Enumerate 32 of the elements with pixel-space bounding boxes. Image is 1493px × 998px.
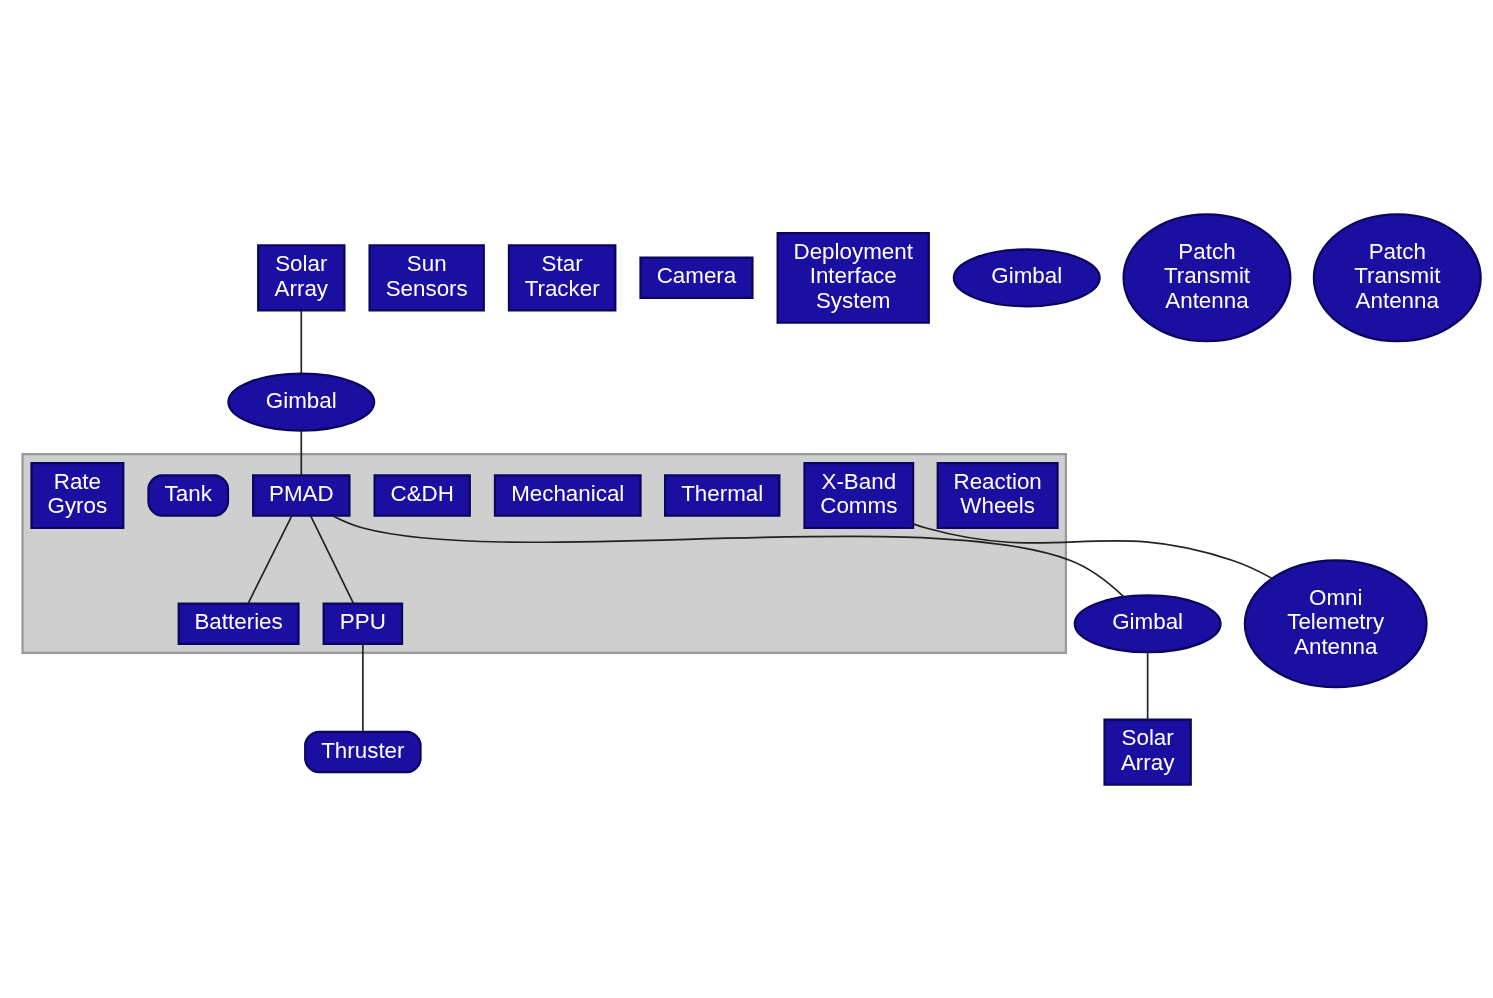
connector <box>299 429 302 476</box>
node-box: Camera <box>638 256 754 299</box>
node-box: C&DH <box>373 473 471 517</box>
connector <box>911 522 1273 579</box>
cluster <box>20 452 1067 654</box>
node-ellipse: Patch Transmit Antenna <box>1121 212 1291 342</box>
node-box: Sun Sensors <box>367 243 485 311</box>
connector <box>361 642 364 732</box>
node-box: Tank <box>146 473 229 517</box>
node-box: PPU <box>322 602 403 645</box>
node-ellipse: Gimbal <box>1073 593 1222 653</box>
node-box: PMAD <box>251 473 351 517</box>
node-ellipse: Gimbal <box>226 372 375 432</box>
connector <box>246 514 293 604</box>
node-box: Solar Array <box>1102 717 1192 786</box>
node-box: Star Tracker <box>507 243 616 311</box>
node-box: Deployment Interface System <box>776 231 930 324</box>
connector <box>309 514 354 604</box>
connector <box>299 309 302 374</box>
node-box: Thermal <box>663 473 780 517</box>
connector <box>1146 651 1148 720</box>
node-ellipse: Gimbal <box>952 247 1101 307</box>
node-ellipse: Omni Telemetry Antenna <box>1243 558 1428 688</box>
node-box: Solar Array <box>256 243 345 311</box>
node-box: Batteries <box>177 602 300 645</box>
node-box: Reaction Wheels <box>936 461 1059 529</box>
node-box: Thruster <box>303 730 422 773</box>
node-box: X-Band Comms <box>802 461 914 529</box>
connector <box>331 514 1125 598</box>
node-box: Mechanical <box>493 473 642 517</box>
node-box: Rate Gyros <box>29 461 124 529</box>
node-ellipse: Patch Transmit Antenna <box>1312 212 1482 342</box>
